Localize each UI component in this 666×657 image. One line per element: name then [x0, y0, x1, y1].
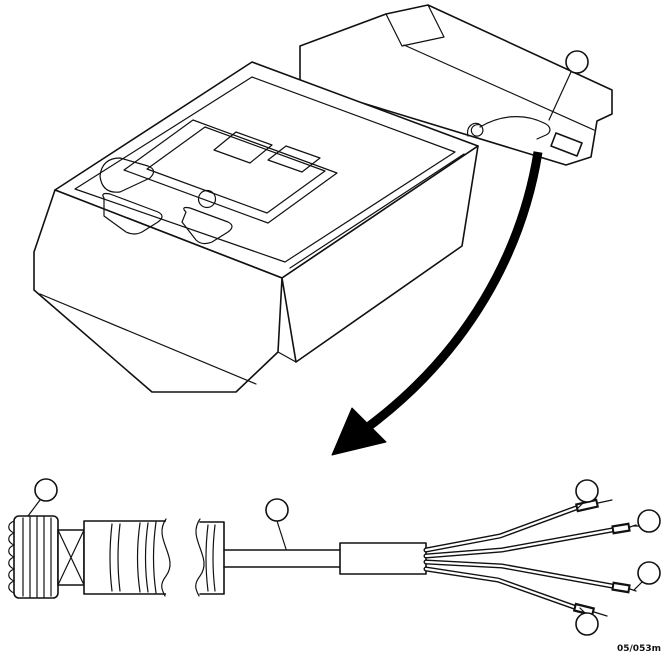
callouts	[27, 50, 661, 636]
body-front-face	[33, 189, 283, 393]
cutout-square	[213, 131, 273, 164]
connector-x-section	[57, 529, 85, 586]
cable-break	[195, 518, 225, 597]
detail-arrow	[331, 151, 543, 456]
callout-wire-right-lower	[633, 561, 661, 591]
wire-2	[423, 522, 637, 559]
figure-code: 05/053m	[617, 644, 661, 654]
cutout-ring-inner	[146, 126, 326, 214]
plate-slot	[550, 132, 583, 157]
pigtail-wire	[466, 116, 551, 140]
cable-assembly	[8, 498, 637, 617]
connector-body	[83, 518, 171, 597]
cutout-triangle	[99, 157, 155, 193]
body-right-face	[281, 145, 479, 363]
callout-cable	[265, 498, 289, 550]
cutout-circle	[197, 189, 217, 209]
callout-connector	[27, 478, 58, 517]
pin-4	[593, 611, 608, 617]
cutout-rect	[267, 145, 321, 173]
device-body	[33, 61, 479, 393]
mounting-plate	[299, 4, 613, 166]
pin-2	[629, 524, 637, 528]
top-face-rim	[74, 76, 456, 263]
arrowhead	[331, 407, 387, 456]
cutout-ring-outer	[123, 119, 338, 224]
break-wave-right	[195, 518, 205, 597]
callout-wire-right-upper	[633, 509, 661, 533]
wire-fanout	[423, 498, 637, 617]
wire-4	[423, 566, 608, 617]
cap-scallops	[8, 520, 15, 594]
callout-wire-top	[575, 479, 599, 509]
device-drawing	[33, 4, 613, 393]
top-face-cutouts	[99, 119, 338, 245]
cable-sleeve	[339, 542, 427, 575]
callout-wire-bottom	[575, 607, 599, 636]
cutout-blob	[181, 206, 233, 245]
pin-3	[629, 588, 637, 592]
wire-3	[423, 559, 637, 594]
pin-1	[597, 499, 613, 504]
callout-device-wire	[548, 50, 589, 121]
break-wave-left	[161, 518, 171, 597]
connector-knurled-cap	[8, 515, 59, 599]
wire-1	[423, 498, 613, 553]
cable	[223, 549, 341, 568]
cutout-parallelogram	[102, 192, 163, 235]
